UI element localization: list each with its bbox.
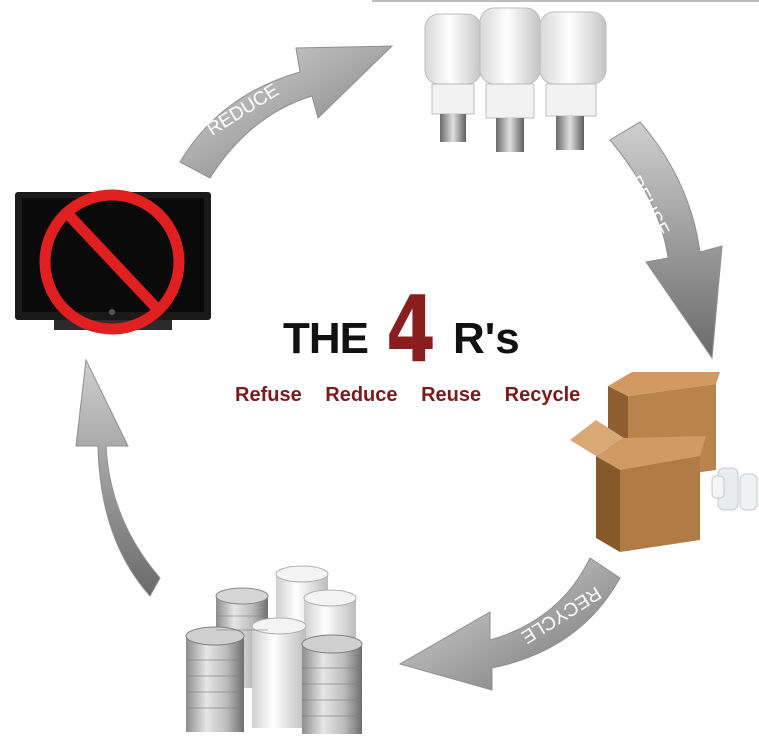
cans-icon	[185, 565, 363, 734]
refuse-arrow	[75, 358, 161, 597]
top-border-line	[372, 0, 759, 2]
prohibition-icon	[39, 189, 185, 335]
subtitle: Refuse Reduce Reuse Recycle	[235, 384, 598, 407]
title-number: 4	[386, 276, 436, 383]
lightbulbs-icon	[424, 7, 607, 152]
title: THE 4 R's	[283, 276, 543, 383]
reuse-arrow	[609, 121, 723, 360]
recycle-arrow	[398, 557, 621, 691]
title-suffix: R's	[453, 314, 520, 363]
subtitle-reuse: Reuse	[421, 384, 482, 406]
boxes-icon	[570, 372, 720, 552]
refuse-label: REFUSE	[151, 474, 197, 554]
reduce-arrow	[179, 45, 394, 179]
subtitle-refuse: Refuse	[235, 384, 302, 406]
jars-icon	[711, 467, 758, 511]
title-prefix: THE	[283, 314, 369, 363]
subtitle-recycle: Recycle	[504, 384, 581, 406]
subtitle-reduce: Reduce	[325, 384, 398, 406]
